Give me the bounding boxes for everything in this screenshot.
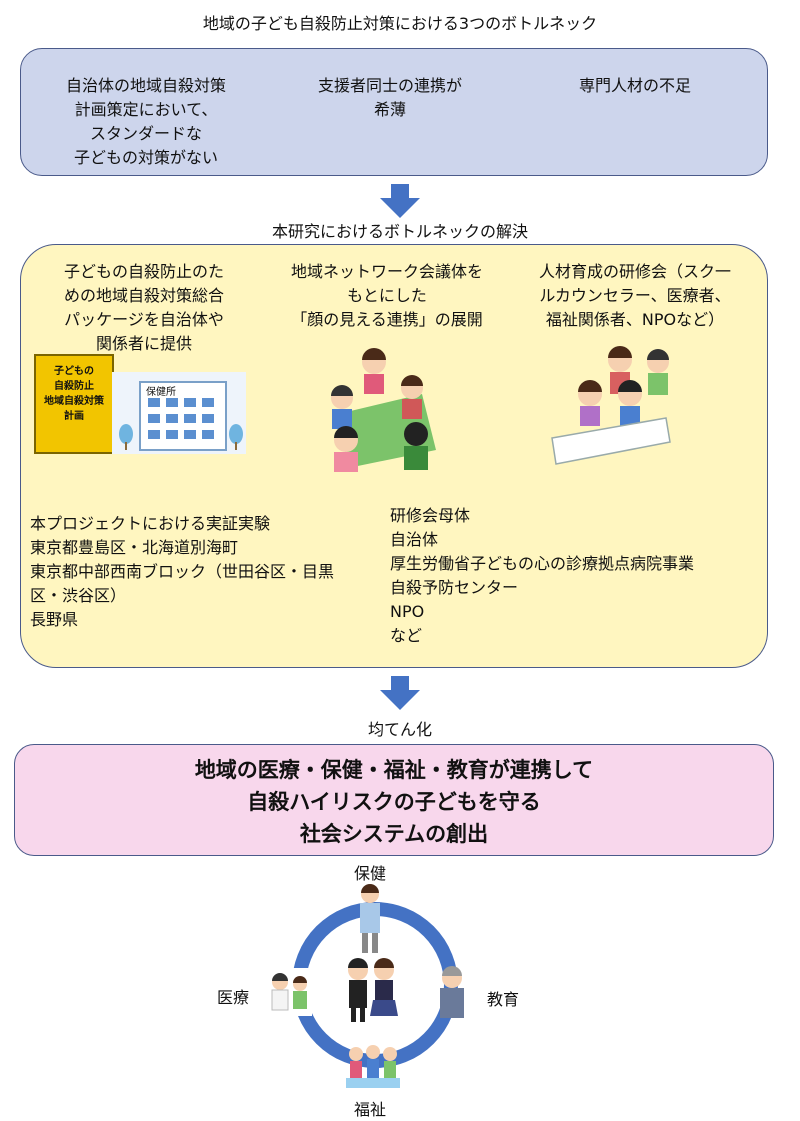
goal-text: 地域の医療・保健・福祉・教育が連携して 自殺ハイリスクの子どもを守る 社会システ… <box>14 754 774 850</box>
solution-title: 本研究におけるボトルネックの解決 <box>0 218 800 242</box>
welfare-figures-icon <box>346 1044 400 1090</box>
cycle-label-health: 保健 <box>340 860 400 884</box>
spread-label: 均てん化 <box>0 716 800 740</box>
down-arrow-icon <box>380 184 420 218</box>
project-list: 本プロジェクトにおける実証実験 東京都豊島区・北海道別海町 東京都中部西南ブロッ… <box>30 512 380 632</box>
down-arrow-icon <box>380 676 420 710</box>
top-title: 地域の子ども自殺防止対策における3つのボトルネック <box>0 10 800 34</box>
cycle-label-education: 教育 <box>478 986 528 1010</box>
doctor-figure-icon <box>266 968 312 1016</box>
bottleneck-item: 専門人材の不足 <box>540 74 730 98</box>
building-label: 保健所 <box>146 383 176 398</box>
nurse-figure-icon <box>352 884 388 954</box>
solution-item: 子どもの自殺防止のた めの地域自殺対策総合 パッケージを自治体や 関係者に提供 <box>36 260 252 356</box>
cycle-label-medical: 医療 <box>208 984 258 1008</box>
teacher-figure-icon <box>432 966 472 1020</box>
bottleneck-item: 自治体の地域自殺対策 計画策定において、 スタンダードな 子どもの対策がない <box>36 74 256 170</box>
cycle-label-welfare: 福祉 <box>340 1096 400 1120</box>
plan-book-illustration: 子どもの 自殺防止 地域自殺対策 計画 <box>34 354 114 454</box>
building-icon <box>112 372 246 454</box>
bottleneck-item: 支援者同士の連携が 希薄 <box>290 74 490 122</box>
meeting-people-icon <box>318 344 442 474</box>
book-title: 子どもの 自殺防止 地域自殺対策 計画 <box>40 364 108 424</box>
solution-item: 人材育成の研修会（スク一 ルカウンセラー、医療者、 福祉関係者、NPOなど） <box>515 260 755 332</box>
training-list: 研修会母体 自治体 厚生労働省子どもの心の診療拠点病院事業 自殺予防センター N… <box>390 504 768 648</box>
training-session-icon <box>546 342 672 466</box>
solution-item: 地域ネットワーク会議体を もとにした 「顔の見える連携」の展開 <box>262 260 512 332</box>
health-center-illustration: 保健所 <box>112 372 246 454</box>
